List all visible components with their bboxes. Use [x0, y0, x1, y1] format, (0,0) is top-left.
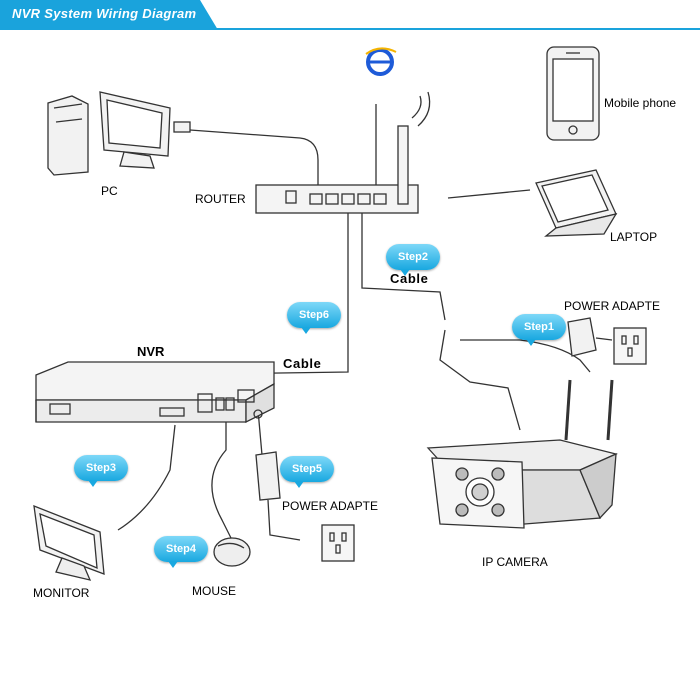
laptop-label: LAPTOP [610, 230, 658, 244]
diagram-title: NVR System Wiring Diagram [12, 6, 197, 21]
step4-badge: Step4 [154, 536, 208, 568]
nvr-icon [35, 361, 275, 424]
step5-badge: Step5 [280, 456, 334, 488]
monitor-icon [33, 504, 105, 581]
mouse-icon [213, 537, 251, 567]
pc-icon [47, 91, 191, 176]
router-icon [255, 91, 431, 214]
pc-label: PC [101, 184, 118, 198]
ip-camera-label: IP CAMERA [482, 555, 548, 569]
mouse-label: MOUSE [192, 584, 237, 598]
wall-socket-icon [321, 524, 355, 562]
nvr-label: NVR [137, 344, 165, 359]
cable-label-nvr: Cable [283, 356, 322, 371]
power-adapter-icon [255, 451, 281, 501]
power-adapter-icon [567, 317, 613, 357]
wall-socket-icon [613, 327, 647, 365]
cable-router-camera [361, 212, 446, 321]
cable-camera-pigtail [439, 329, 591, 431]
router-label: ROUTER [195, 192, 246, 206]
cable-router-pc [189, 129, 319, 186]
power-adapter-nvr-label: POWER ADAPTE [282, 499, 379, 513]
mobile-phone-label: Mobile phone [604, 96, 677, 110]
cable-nvr-mouse [211, 420, 233, 541]
step1-badge: Step1 [512, 314, 566, 346]
header-banner [0, 0, 700, 30]
cable-label-camera: Cable [390, 271, 429, 286]
step2-badge: Step2 [386, 244, 440, 276]
mobile-phone-icon [546, 46, 600, 141]
laptop-icon [447, 169, 618, 237]
step3-badge: Step3 [74, 455, 128, 487]
internet-explorer-icon [365, 47, 397, 76]
cable-nvr-monitor [117, 424, 176, 531]
monitor-label: MONITOR [33, 586, 90, 600]
ip-camera-icon [426, 379, 618, 529]
power-adapter-camera-label: POWER ADAPTE [564, 299, 661, 313]
step6-badge: Step6 [287, 302, 341, 334]
